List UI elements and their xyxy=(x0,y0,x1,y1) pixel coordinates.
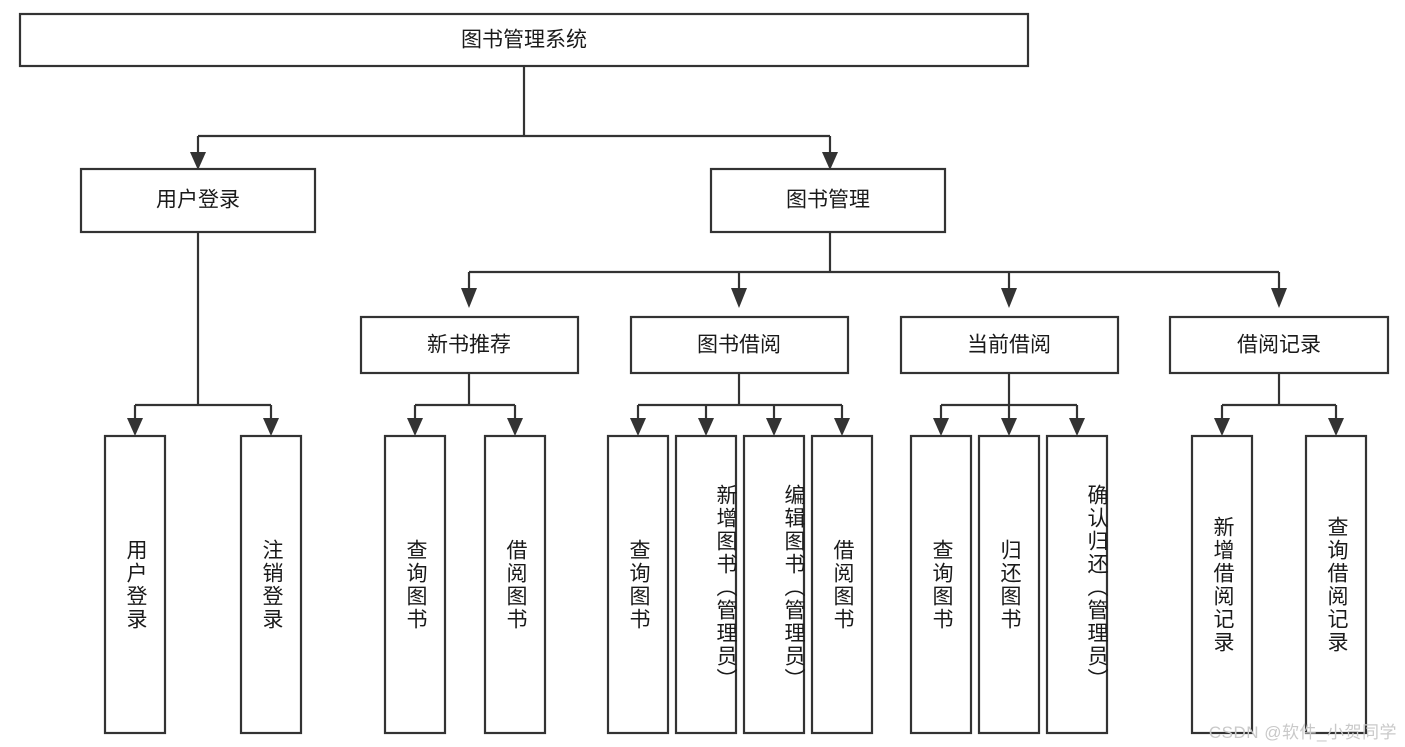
node-borrow-record-box[interactable] xyxy=(1168,315,1390,375)
node-root-label: 图书管理系统 xyxy=(461,29,587,52)
node-book-borrow-box[interactable] xyxy=(629,315,850,375)
node-new-book-recommend-label: 新书推荐 xyxy=(427,334,511,357)
leaf-box-newbook-borrow[interactable] xyxy=(483,434,547,735)
node-book-management-box[interactable] xyxy=(709,167,947,234)
leaf-box-current-return[interactable] xyxy=(977,434,1041,735)
leaf-box-record-add[interactable] xyxy=(1190,434,1254,735)
connector-bookborrow-to-leaves xyxy=(630,373,850,436)
leaf-box-user-login[interactable] xyxy=(103,434,167,735)
leaf-box-borrow-query[interactable] xyxy=(606,434,670,735)
connector-currentborrow-to-leaves xyxy=(933,373,1085,436)
node-user-login-box[interactable] xyxy=(79,167,317,234)
connector-bookmgmt-to-level3 xyxy=(461,232,1287,308)
node-book-borrow-label: 图书借阅 xyxy=(697,334,781,357)
connector-userlogin-to-leaves xyxy=(127,232,279,436)
leaf-box-current-confirm[interactable] xyxy=(1045,434,1109,735)
watermark-text: CSDN @软件_小贺同学 xyxy=(1208,723,1397,742)
leaf-box-borrow-lend[interactable] xyxy=(810,434,874,735)
node-user-login-label: 用户登录 xyxy=(156,189,240,212)
node-current-borrow-label: 当前借阅 xyxy=(967,334,1051,357)
leaf-box-user-logout[interactable] xyxy=(239,434,303,735)
connector-borrowrecord-to-leaves xyxy=(1214,373,1344,436)
node-book-management-label: 图书管理 xyxy=(786,189,870,212)
leaf-box-borrow-edit[interactable] xyxy=(742,434,806,735)
leaf-box-record-query[interactable] xyxy=(1304,434,1368,735)
leaf-box-newbook-query[interactable] xyxy=(383,434,447,735)
connector-newbook-to-leaves xyxy=(407,373,523,436)
node-borrow-record-label: 借阅记录 xyxy=(1237,334,1321,357)
leaf-box-borrow-add[interactable] xyxy=(674,434,738,735)
node-root-box[interactable] xyxy=(18,12,1030,68)
node-current-borrow-box[interactable] xyxy=(899,315,1120,375)
node-new-book-recommend-box[interactable] xyxy=(359,315,580,375)
connector-root-to-level2 xyxy=(190,66,838,170)
leaf-box-current-query[interactable] xyxy=(909,434,973,735)
